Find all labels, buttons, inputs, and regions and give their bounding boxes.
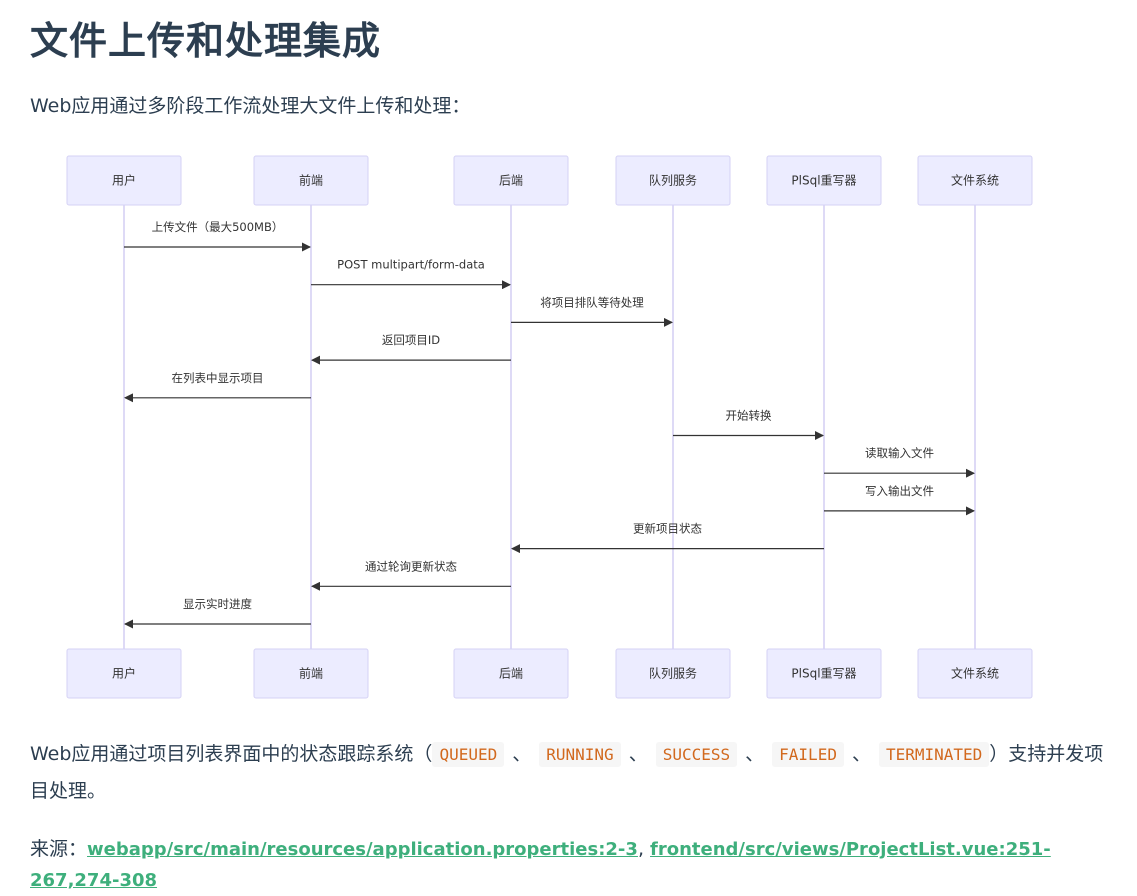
source-link-separator: ,: [637, 838, 651, 860]
actor-box-top-actor-6: [917, 155, 1033, 206]
actor-label-top-actor-2: 前端: [299, 173, 323, 188]
message-label-10: 通过轮询更新状态: [365, 559, 457, 573]
message-label-7: 读取输入文件: [865, 446, 934, 460]
actor-box-top-actor-3: [453, 155, 569, 206]
message-label-9: 更新项目状态: [633, 522, 702, 536]
actor-box-top-actor-1: [66, 155, 182, 206]
actor-label-bottom-actor-6: 文件系统: [951, 666, 999, 681]
status-prefix: Web应用通过项目列表界面中的状态跟踪系统（: [30, 743, 433, 765]
actor-box-bottom-actor-1: [66, 648, 182, 699]
actor-label-bottom-actor-5: PlSql重写器: [791, 667, 856, 681]
intro-text: Web应用通过多阶段工作流处理大文件上传和处理：: [30, 95, 471, 117]
actor-box-bottom-actor-5: [766, 648, 882, 699]
message-label-5: 在列表中显示项目: [172, 371, 264, 385]
actor-box-top-actor-4: [615, 155, 731, 206]
actor-label-bottom-actor-4: 队列服务: [649, 666, 697, 681]
actor-box-bottom-actor-6: [917, 648, 1033, 699]
source-link-application-properties[interactable]: webapp/src/main/resources/application.pr…: [87, 839, 638, 860]
actor-label-top-actor-4: 队列服务: [649, 173, 697, 188]
status-separator: 、: [628, 743, 648, 765]
message-label-2: POST multipart/form-data: [337, 258, 485, 272]
message-label-8: 写入输出文件: [865, 484, 934, 498]
actor-box-top-actor-5: [766, 155, 882, 206]
actor-label-top-actor-5: PlSql重写器: [791, 174, 856, 188]
status-separator: 、: [512, 743, 532, 765]
status-separator: 、: [745, 743, 765, 765]
status-suffix: ）支持并发项目处理。: [30, 743, 1104, 802]
actor-label-bottom-actor-1: 用户: [112, 666, 136, 681]
actor-label-top-actor-1: 用户: [112, 173, 136, 188]
status-separator: 、: [851, 743, 871, 765]
status-code-queued: QUEUED: [432, 742, 505, 767]
message-label-1: 上传文件（最大500MB）: [152, 220, 284, 234]
actor-box-top-actor-2: [253, 155, 369, 206]
message-label-11: 显示实时进度: [183, 597, 252, 611]
actor-box-bottom-actor-3: [453, 648, 569, 699]
actor-label-top-actor-3: 后端: [499, 174, 523, 188]
status-description: Web应用通过项目列表界面中的状态跟踪系统（QUEUED 、 RUNNING 、 SUC…: [30, 736, 1105, 809]
message-label-4: 返回项目ID: [382, 333, 440, 347]
actor-label-top-actor-6: 文件系统: [951, 173, 999, 188]
actor-box-bottom-actor-2: [253, 648, 369, 699]
actor-label-bottom-actor-3: 后端: [499, 667, 523, 681]
status-code-terminated: TERMINATED: [878, 742, 990, 767]
status-code-success: SUCCESS: [655, 742, 738, 767]
page-title: 文件上传和处理集成: [30, 19, 382, 63]
message-label-6: 开始转换: [726, 409, 772, 423]
status-code-running: RUNNING: [539, 742, 621, 767]
actor-label-bottom-actor-2: 前端: [299, 666, 323, 681]
source-line: 来源：webapp/src/main/resources/application…: [30, 834, 1137, 896]
message-label-3: 将项目排队等待处理: [540, 295, 644, 309]
source-label: 来源：: [30, 838, 88, 860]
actor-box-bottom-actor-4: [615, 648, 731, 699]
status-code-failed: FAILED: [772, 742, 844, 767]
